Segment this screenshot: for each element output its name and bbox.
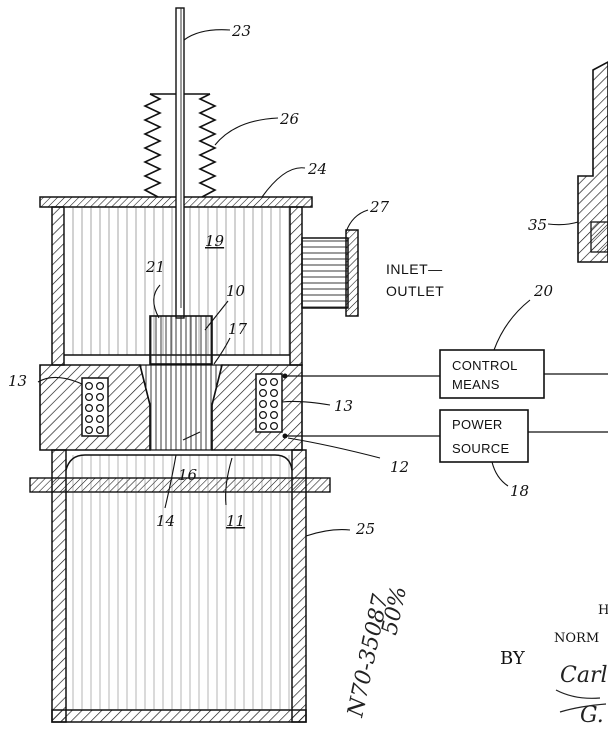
reference-numerals: 23 26 24 27 19 21 10 17 13 13 16 14 11 1…	[8, 22, 554, 538]
inlet-label: INLET—	[386, 261, 443, 277]
plunger-rod	[175, 7, 185, 319]
ref-24: 24	[307, 160, 327, 178]
ref-11: 11	[226, 512, 245, 530]
ref-26: 26	[279, 110, 300, 128]
by-label: BY	[500, 648, 526, 669]
stamp-note: 50%	[377, 584, 412, 637]
control-label: CONTROL	[452, 358, 518, 373]
inlet-outlet-pipe	[301, 229, 359, 317]
ref-13-right: 13	[334, 397, 353, 415]
signature: Carl	[560, 663, 608, 688]
valve-plug	[149, 315, 213, 365]
inventor-block: H NORM BY Carl G. H.	[500, 603, 608, 728]
wiring	[285, 373, 608, 437]
outlet-label: OUTLET	[386, 283, 444, 299]
ref-23: 23	[231, 22, 251, 40]
handwritten-stamp: N70-35087 50%	[343, 584, 412, 720]
control-means-box	[439, 349, 545, 399]
inventor-initial: H	[598, 603, 608, 618]
signature-2: G. H.	[580, 703, 608, 728]
ref-16: 16	[178, 466, 198, 484]
lower-chamber	[29, 449, 331, 723]
ref-25: 25	[355, 520, 375, 538]
ref-14: 14	[156, 512, 175, 530]
ref-21: 21	[145, 258, 165, 276]
ref-18: 18	[510, 482, 529, 500]
source-label: SOURCE	[452, 441, 509, 456]
block-labels: INLET— OUTLET CONTROL MEANS POWER SOURCE	[386, 261, 518, 456]
power-source-box	[439, 409, 529, 463]
ref-17: 17	[228, 320, 248, 338]
secondary-figure-fragment	[577, 61, 608, 263]
ref-10: 10	[226, 282, 246, 300]
ref-20: 20	[533, 282, 554, 300]
ref-19: 19	[205, 232, 225, 250]
inventor-name: NORM	[554, 631, 599, 646]
valve-body	[39, 364, 303, 451]
ref-13-left: 13	[8, 372, 27, 390]
ref-27: 27	[369, 198, 390, 216]
ref-35: 35	[528, 216, 547, 234]
ref-12: 12	[390, 458, 409, 476]
leader-lines	[37, 29, 579, 537]
means-label: MEANS	[452, 377, 500, 392]
power-label: POWER	[452, 417, 503, 432]
